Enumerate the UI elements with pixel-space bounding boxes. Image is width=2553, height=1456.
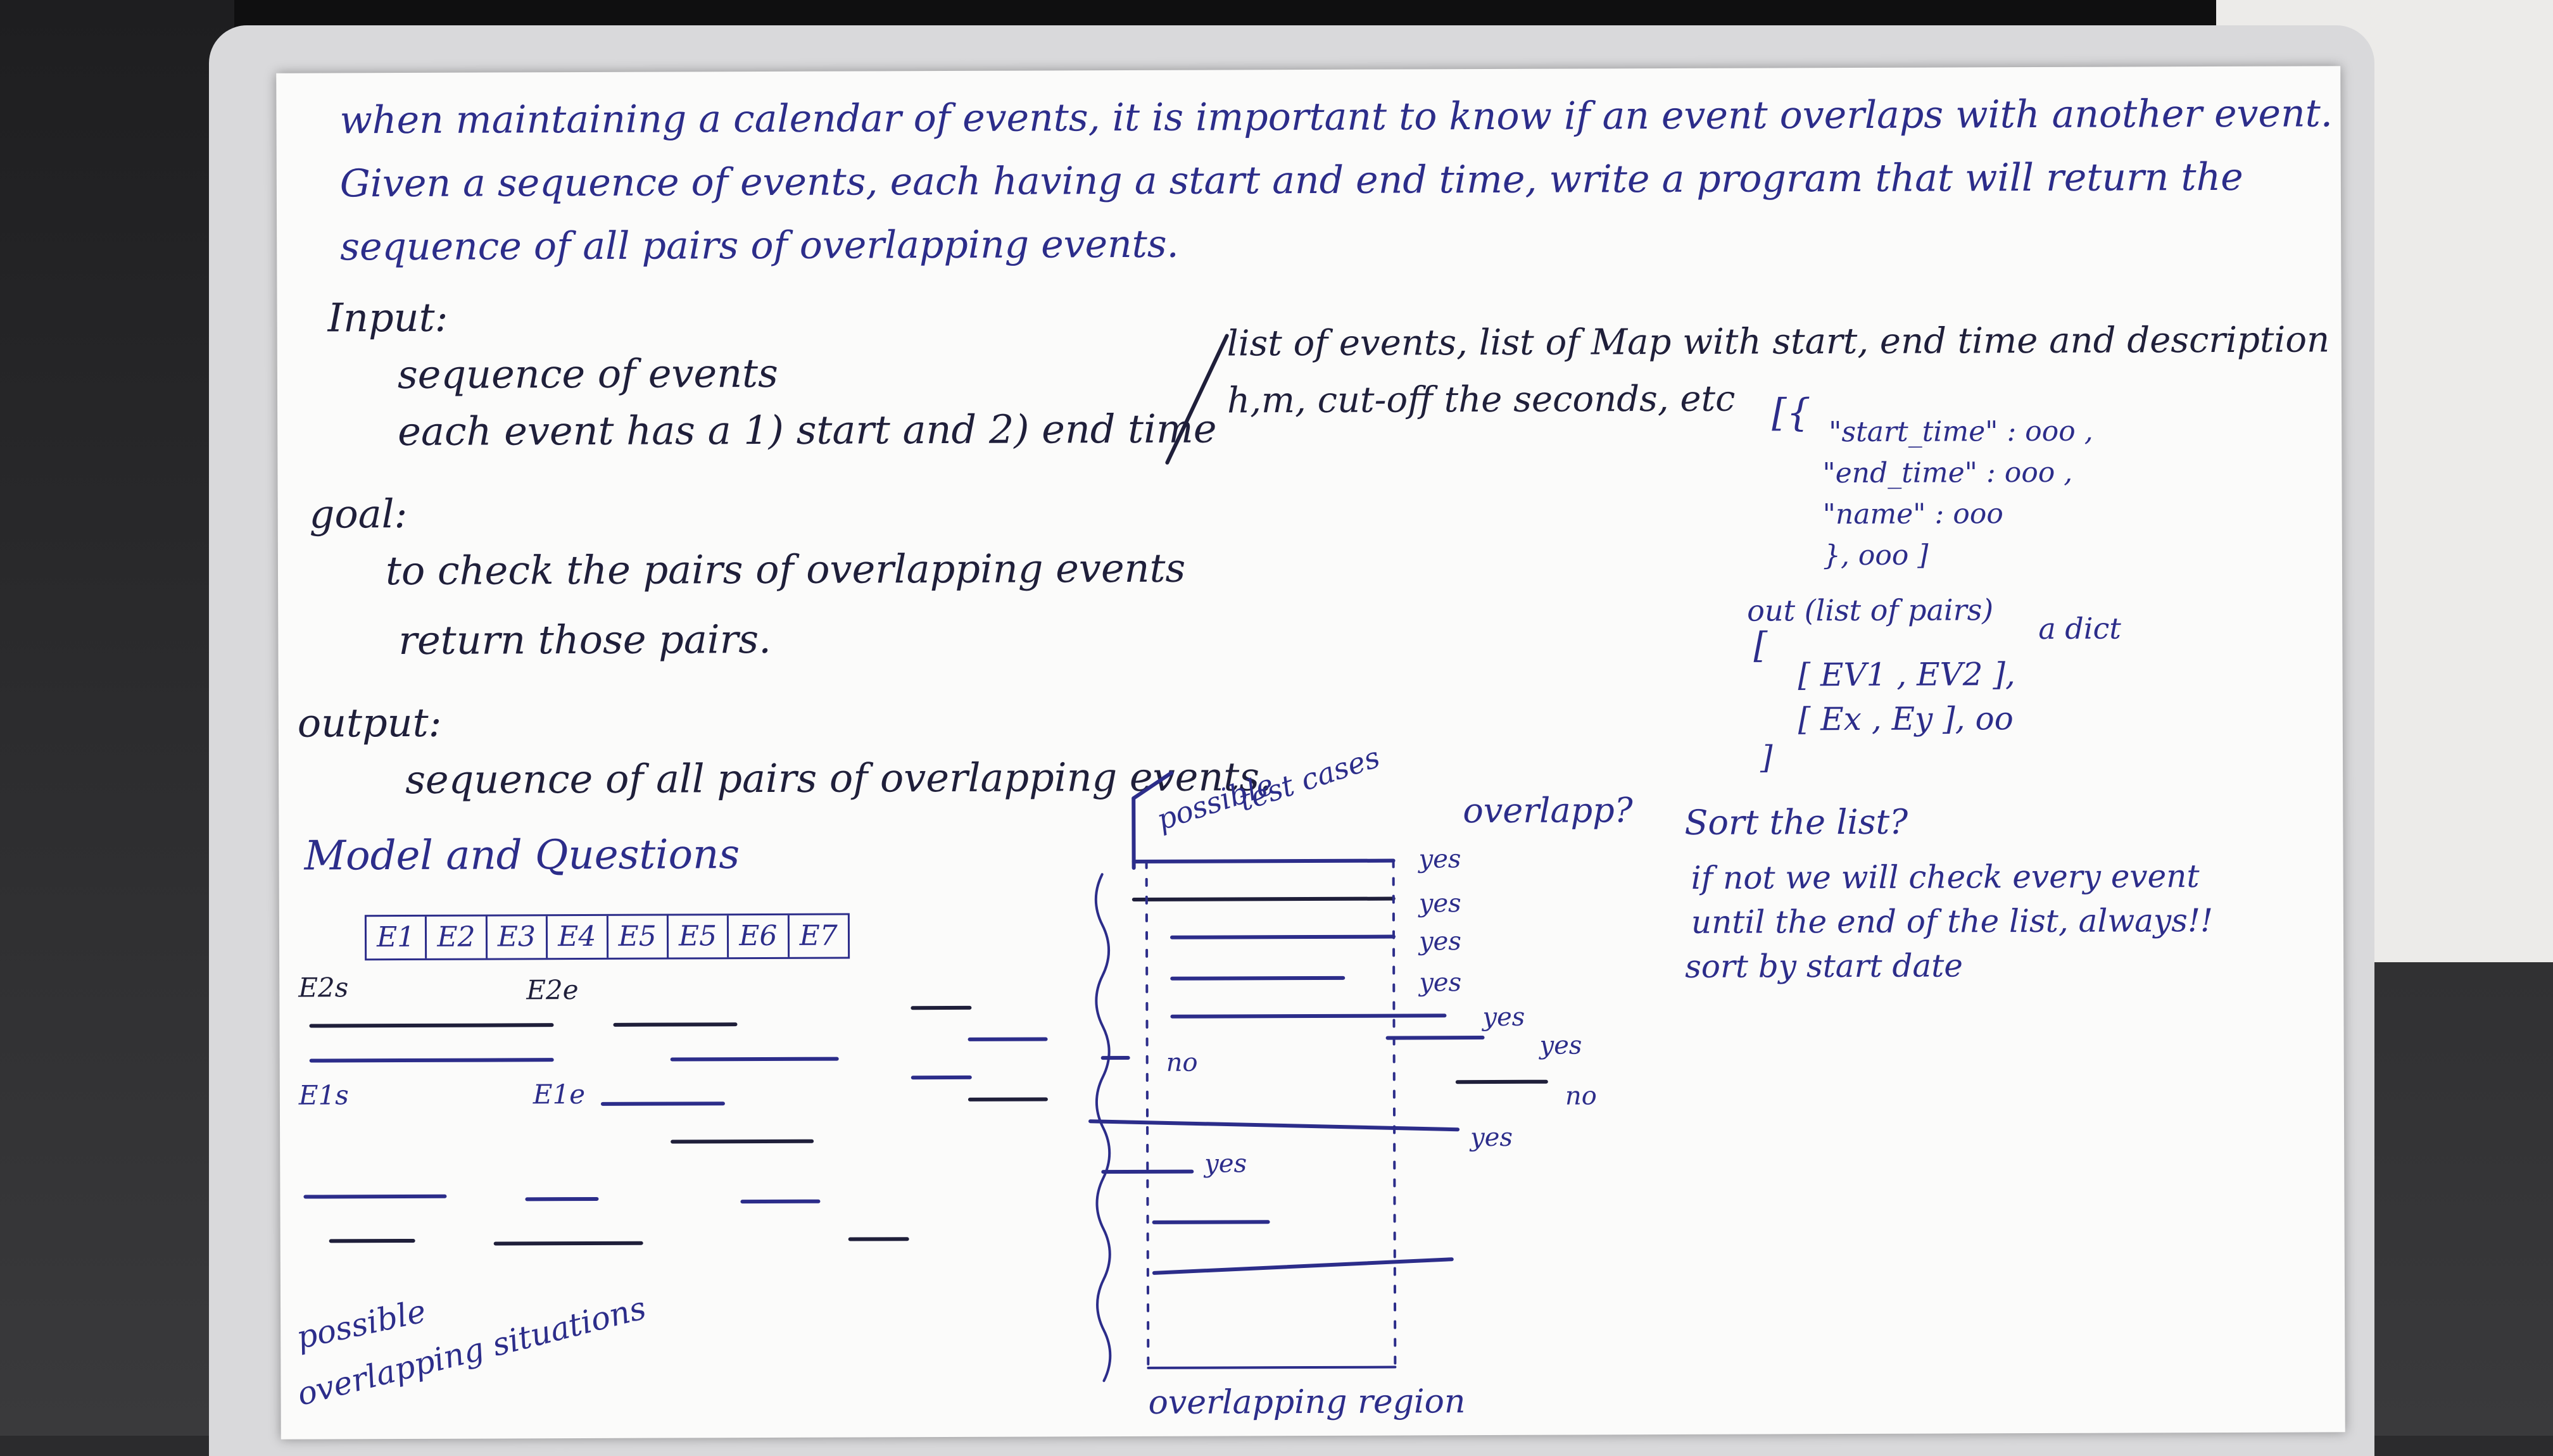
notebook-paper: when maintaining a calendar of events, i… [276,66,2345,1439]
test-interval [1134,861,1394,862]
test-interval [1154,1259,1452,1273]
ink-sketches [276,66,2345,1439]
region-left-bound [1147,862,1149,1368]
test-interval [1172,937,1394,938]
divider-slash [1167,336,1228,462]
interval-pair-a2 [672,1059,837,1060]
output-arrow-tip [1133,773,1171,798]
interval-pair-e1 [305,1196,444,1197]
region-brace [1148,1367,1395,1368]
test-interval [1172,1015,1444,1017]
interval-pair-f2 [496,1243,641,1244]
interval-pair-b1 [603,1103,723,1104]
test-interval [1134,899,1394,900]
test-interval [1172,978,1343,979]
test-cases-brace [1096,874,1111,1381]
interval-pair-b2 [672,1141,812,1142]
test-interval [1090,1120,1458,1131]
interval-e2 [311,1025,552,1026]
region-right-bound [1394,861,1396,1367]
interval-pair-a1 [615,1024,735,1025]
